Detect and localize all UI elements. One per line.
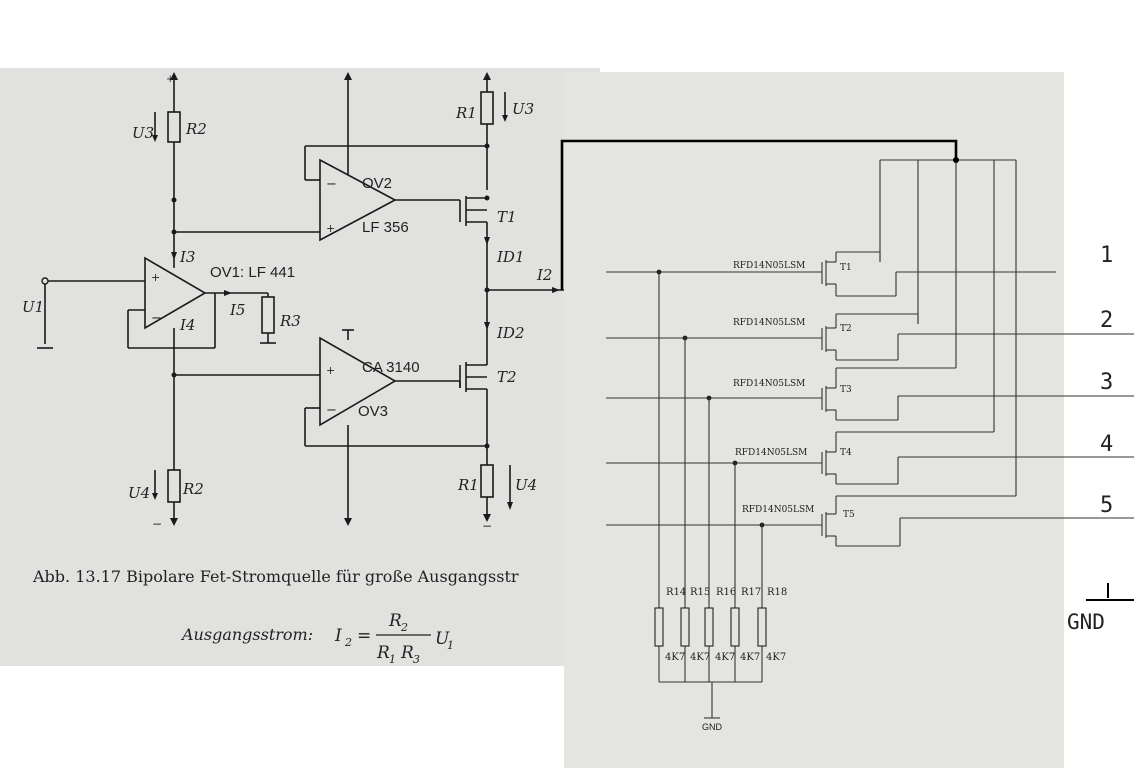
svg-text:RFD14N05LSM: RFD14N05LSM xyxy=(742,505,814,515)
gnd-label-small: GND xyxy=(702,722,723,732)
output-label-3: 3 xyxy=(1100,370,1113,395)
svg-text:RFD14N05LSM: RFD14N05LSM xyxy=(733,318,805,328)
svg-text:Ausgangsstrom:: Ausgangsstrom: xyxy=(180,625,313,644)
svg-text:3: 3 xyxy=(413,653,420,666)
overlay: 1 2 3 4 5 GND xyxy=(560,139,1134,634)
svg-text:T5: T5 xyxy=(843,510,855,520)
value-r18: 4K7 xyxy=(766,652,786,663)
label-i5: I5 xyxy=(229,301,245,319)
mosfet-t1: RFD14N05LSM T1 xyxy=(733,251,1056,297)
svg-text:T1: T1 xyxy=(840,263,852,273)
label-r3: R3 xyxy=(279,312,301,330)
label-r2-bottom: R2 xyxy=(182,480,204,498)
svg-text:RFD14N05LSM: RFD14N05LSM xyxy=(735,448,807,458)
mosfet-t2: RFD14N05LSM T2 xyxy=(733,313,1134,361)
gnd-label-main: GND xyxy=(1067,610,1105,634)
svg-text:−: − xyxy=(326,403,337,418)
svg-text:RFD14N05LSM: RFD14N05LSM xyxy=(733,379,805,389)
svg-text:=: = xyxy=(357,626,371,646)
label-ov2-part: LF 356 xyxy=(362,219,409,236)
label-u4-right: U4 xyxy=(515,476,537,494)
label-r15: R15 xyxy=(690,587,710,598)
svg-text:I: I xyxy=(334,626,342,646)
svg-text:R: R xyxy=(388,611,402,631)
opamp-ov1 xyxy=(144,256,207,330)
svg-text:+: + xyxy=(166,74,174,85)
label-ov3-part: CA 3140 xyxy=(362,359,420,376)
value-r15: 4K7 xyxy=(690,652,710,663)
label-ov1: OV1: LF 441 xyxy=(210,264,295,281)
label-i3: I3 xyxy=(179,248,195,266)
output-label-1: 1 xyxy=(1100,243,1113,268)
label-ov3: OV3 xyxy=(358,403,388,420)
label-u3-right: U3 xyxy=(512,100,534,118)
label-r2-top: R2 xyxy=(185,120,207,138)
label-r16: R16 xyxy=(716,587,736,598)
svg-text:T2: T2 xyxy=(840,324,852,334)
output-label-5: 5 xyxy=(1100,493,1113,518)
svg-text:T3: T3 xyxy=(840,385,852,395)
svg-text:+: + xyxy=(326,364,335,377)
left-paper xyxy=(0,68,600,666)
label-id2: ID2 xyxy=(496,324,525,342)
svg-text:U: U xyxy=(435,629,450,649)
label-t2: T2 xyxy=(497,368,517,386)
value-r14: 4K7 xyxy=(665,652,685,663)
opamp-ov3 xyxy=(319,336,397,427)
svg-text:R: R xyxy=(376,643,390,663)
svg-text:1: 1 xyxy=(447,639,454,652)
label-r18: R18 xyxy=(767,587,787,598)
label-r17: R17 xyxy=(741,587,761,598)
svg-text:R: R xyxy=(400,643,414,663)
output-label-4: 4 xyxy=(1100,432,1113,457)
label-id1: ID1 xyxy=(496,248,525,266)
figure-caption: Abb. 13.17 Bipolare Fet-Stromquelle für … xyxy=(32,567,519,586)
label-r1-top: R1 xyxy=(455,104,477,122)
label-r14: R14 xyxy=(666,587,686,598)
svg-text:1: 1 xyxy=(389,653,396,666)
svg-text:T4: T4 xyxy=(840,448,852,458)
svg-text:−: − xyxy=(482,519,492,533)
mosfet-t3: RFD14N05LSM T3 xyxy=(733,367,1134,421)
svg-text:−: − xyxy=(326,177,337,192)
value-r17: 4K7 xyxy=(740,652,760,663)
mosfet-t4: RFD14N05LSM T4 xyxy=(735,431,1134,485)
label-t1: T1 xyxy=(497,208,517,226)
value-r16: 4K7 xyxy=(715,652,735,663)
left-schematic: + R2 U3 I3 + − OV1: LF 441 I5 R3 I4 xyxy=(0,68,600,666)
output-current-formula: Ausgangsstrom: I 2 = R 2 R 1 R 3 U 1 xyxy=(180,611,454,666)
svg-text:−: − xyxy=(152,517,162,531)
label-u4-left: U4 xyxy=(128,484,150,502)
svg-text:2: 2 xyxy=(400,621,408,634)
output-label-2: 2 xyxy=(1100,308,1113,333)
label-i2: I2 xyxy=(536,266,552,284)
svg-text:+: + xyxy=(151,271,160,284)
right-paper xyxy=(564,72,1064,768)
label-i4: I4 xyxy=(179,316,195,334)
svg-text:+: + xyxy=(326,222,335,235)
svg-text:RFD14N05LSM: RFD14N05LSM xyxy=(733,261,805,271)
svg-text:2: 2 xyxy=(344,636,352,649)
label-u3-left: U3 xyxy=(132,124,154,142)
right-schematic: GND R14 R15 R16 R17 R18 4K7 4K7 4K7 4K7 … xyxy=(564,72,1134,768)
opamp-ov2 xyxy=(319,158,397,242)
svg-text:−: − xyxy=(151,311,162,326)
label-u1: U1 xyxy=(22,298,44,316)
mosfet-t5: RFD14N05LSM T5 xyxy=(742,495,1134,547)
label-ov2: OV2 xyxy=(362,175,392,192)
label-r1-bottom: R1 xyxy=(457,476,479,494)
